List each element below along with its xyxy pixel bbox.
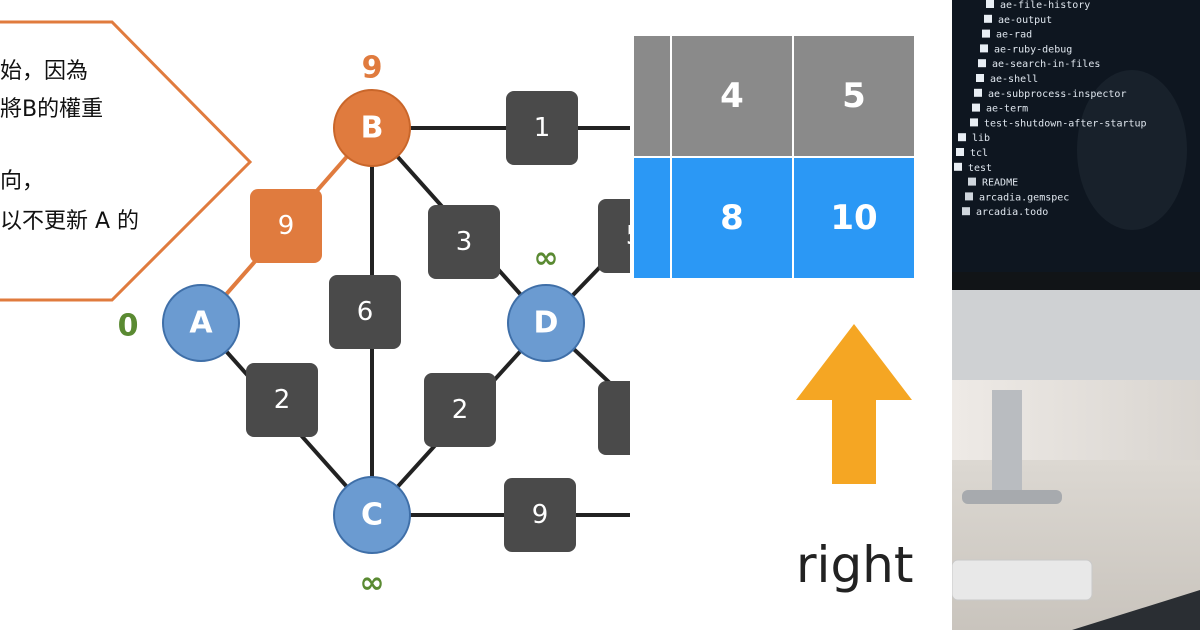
arrow-label: right <box>796 536 914 594</box>
svg-text:ae-term: ae-term <box>986 104 1028 115</box>
code-tree-item: ae-rad <box>982 30 1032 41</box>
svg-text:D: D <box>534 306 559 341</box>
node-distance-d: ∞ <box>534 241 559 276</box>
edge-weight-c-offscreen-right: 9 <box>504 478 576 552</box>
code-tree-item: ae-file-history <box>986 0 1090 11</box>
node-a: A <box>162 284 240 362</box>
node-c: C <box>333 476 411 554</box>
code-tree-item: README <box>968 177 1018 189</box>
code-tree-item: ae-subprocess-inspector <box>974 88 1126 100</box>
svg-text:ae-rad: ae-rad <box>996 30 1032 41</box>
svg-text:ae-ruby-debug: ae-ruby-debug <box>994 44 1072 55</box>
edge-weight-b-c: 6 <box>329 275 401 349</box>
code-tree-item: lib <box>958 133 990 144</box>
svg-text:5: 5 <box>626 221 630 251</box>
svg-text:ae-subprocess-inspector: ae-subprocess-inspector <box>988 89 1126 100</box>
svg-text:tcl: tcl <box>970 148 988 159</box>
edge-weight-d-offscreen-lower <box>598 381 670 455</box>
callout-box <box>0 20 253 302</box>
arrow-up-icon <box>796 324 912 484</box>
photo-illustration: ae-file-history ae-output ae-rad ae-ruby-de… <box>952 0 1200 630</box>
svg-text:6: 6 <box>357 297 374 327</box>
code-tree-item: ae-output <box>984 15 1052 26</box>
table-cell-top-1: 4 <box>672 36 792 156</box>
svg-text:9: 9 <box>532 500 549 530</box>
code-tree-item: arcadia.todo <box>962 207 1048 218</box>
edge-weight-d-offscreen-upper: 5 <box>598 199 670 273</box>
code-tree-item: ae-search-in-files <box>978 59 1100 70</box>
svg-text:ae-file-history: ae-file-history <box>1000 0 1090 11</box>
code-tree-item: ae-shell <box>976 74 1038 85</box>
node-b: B <box>333 89 411 167</box>
svg-text:ae-search-in-files: ae-search-in-files <box>992 59 1100 70</box>
svg-text:test: test <box>968 163 992 174</box>
code-tree-item: ae-ruby-debug <box>980 44 1072 55</box>
svg-text:9: 9 <box>278 211 295 241</box>
photo-monitor-code: ae-file-history ae-output ae-rad ae-ruby-de… <box>952 0 1200 630</box>
edge-weight-c-d: 2 <box>424 373 496 447</box>
table-cell-bottom-1: 8 <box>672 158 792 278</box>
callout-line-2: 將B的權重 <box>0 97 103 122</box>
code-tree-item: test-shutdown-after-startup <box>970 118 1147 129</box>
node-distance-c: ∞ <box>360 566 385 601</box>
node-distance-b: 9 <box>362 51 383 86</box>
code-tree-item: test <box>954 162 992 174</box>
code-tree-item: ae-term <box>972 103 1028 115</box>
code-tree-item: arcadia.gemspec <box>965 192 1069 203</box>
callout-line-5: 以不更新 A 的 <box>0 209 139 234</box>
svg-text:A: A <box>189 306 213 341</box>
table-cell-top-2: 5 <box>794 36 914 156</box>
svg-text:arcadia.todo: arcadia.todo <box>976 207 1048 218</box>
edge-weight-b-offscreen-right: 1 <box>506 91 578 165</box>
svg-text:arcadia.gemspec: arcadia.gemspec <box>979 192 1069 203</box>
svg-text:3: 3 <box>456 227 473 257</box>
edge-weight-a-b: 9 <box>250 189 322 263</box>
callout-line-1: 始，因為 <box>0 59 88 84</box>
edge-weight-a-c: 2 <box>246 363 318 437</box>
node-distance-a: 0 <box>118 309 139 344</box>
svg-text:1: 1 <box>534 113 551 143</box>
table-cell-top-0 <box>634 36 670 156</box>
svg-text:lib: lib <box>972 133 990 144</box>
svg-text:B: B <box>361 111 384 146</box>
svg-text:ae-output: ae-output <box>998 15 1052 26</box>
svg-text:C: C <box>361 498 383 533</box>
table-cell-bottom-0 <box>634 158 670 278</box>
node-d: D <box>507 284 585 362</box>
code-tree-item: tcl <box>956 148 988 159</box>
svg-text:2: 2 <box>274 385 291 415</box>
callout-line-4: 向， <box>0 169 44 194</box>
edge-weight-b-d: 3 <box>428 205 500 279</box>
svg-text:README: README <box>982 178 1018 189</box>
svg-text:ae-shell: ae-shell <box>990 74 1038 85</box>
svg-text:test-shutdown-after-startup: test-shutdown-after-startup <box>984 118 1147 129</box>
table-panel: 4 5 8 10 right <box>632 0 952 630</box>
table-cell-bottom-2: 10 <box>794 158 914 278</box>
svg-text:2: 2 <box>452 395 469 425</box>
